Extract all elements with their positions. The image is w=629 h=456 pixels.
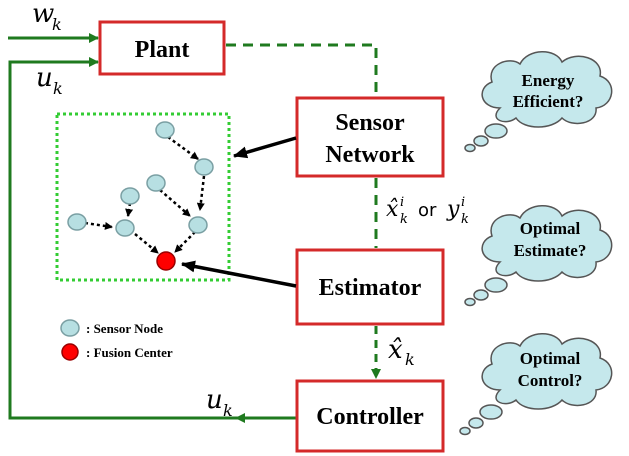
svg-text:x̂: x̂ <box>386 197 399 222</box>
sensor-node <box>155 121 175 139</box>
svg-text:w: w <box>32 0 54 29</box>
sensor-network-inset <box>55 112 231 282</box>
cloud-optimal-estimate: Optimal Estimate? <box>464 205 613 307</box>
svg-text:k: k <box>52 15 62 34</box>
controller-block: Controller <box>295 379 445 453</box>
sensor-nodes <box>67 121 214 237</box>
sensor-node <box>194 158 214 176</box>
svg-text:or: or <box>418 200 437 221</box>
control-feedback-line <box>8 57 298 420</box>
sensor-network-label-line2: Network <box>325 142 415 168</box>
estimator-label: Estimator <box>319 275 422 301</box>
svg-text:u: u <box>36 63 53 93</box>
svg-text:i: i <box>400 195 404 210</box>
controller-label: Controller <box>316 404 424 430</box>
svg-text:y: y <box>446 197 460 222</box>
svg-text:Optimal: Optimal <box>520 219 581 238</box>
u-k-top-label: u k <box>36 63 63 98</box>
plant-block: Plant <box>98 20 226 76</box>
u-k-bottom-label: u k <box>206 385 233 420</box>
svg-text:k: k <box>405 350 415 369</box>
plant-to-sensor-link <box>226 43 378 96</box>
sensor-node <box>146 174 166 192</box>
legend-sensor-node-swatch <box>60 319 80 337</box>
plant-label: Plant <box>135 37 190 63</box>
svg-text:u: u <box>206 385 223 415</box>
sensor-node <box>120 187 140 205</box>
sensor-network-block: Sensor Network <box>295 96 445 178</box>
estimator-to-fusion-arrow <box>181 260 297 288</box>
svg-text:i: i <box>461 195 465 210</box>
fusion-center-node <box>156 251 176 271</box>
sensor-node <box>188 216 208 234</box>
node-links <box>84 135 206 254</box>
svg-text:k: k <box>400 212 408 227</box>
svg-text:Efficient?: Efficient? <box>513 92 584 111</box>
sensor-to-inset-arrow <box>233 136 297 159</box>
svg-text:x̂: x̂ <box>388 335 403 365</box>
svg-text:Control?: Control? <box>518 371 583 390</box>
legend-fusion-center-swatch <box>61 343 79 361</box>
legend-fusion-center-label: : Fusion Center <box>86 345 173 360</box>
cloud-optimal-control: Optimal Control? <box>459 333 613 436</box>
estimator-block: Estimator <box>295 248 445 326</box>
svg-text:Optimal: Optimal <box>520 349 581 368</box>
svg-text:k: k <box>461 212 469 227</box>
legend: : Sensor Node : Fusion Center <box>60 319 173 361</box>
xhat-k-label: x̂ k <box>388 335 415 369</box>
sensor-node <box>67 213 87 231</box>
sensor-node <box>115 219 135 237</box>
xhat-i-or-y-label: x̂ i k or y i k <box>386 195 469 227</box>
sensor-network-label-line1: Sensor <box>335 110 405 136</box>
svg-text:k: k <box>53 79 63 98</box>
w-k-label: w k <box>32 0 62 34</box>
legend-sensor-node-label: : Sensor Node <box>86 321 163 336</box>
svg-text:k: k <box>223 401 233 420</box>
svg-text:Estimate?: Estimate? <box>514 241 587 260</box>
cloud-energy-efficient: Energy Efficient? <box>464 51 613 153</box>
svg-text:Energy: Energy <box>522 71 575 90</box>
